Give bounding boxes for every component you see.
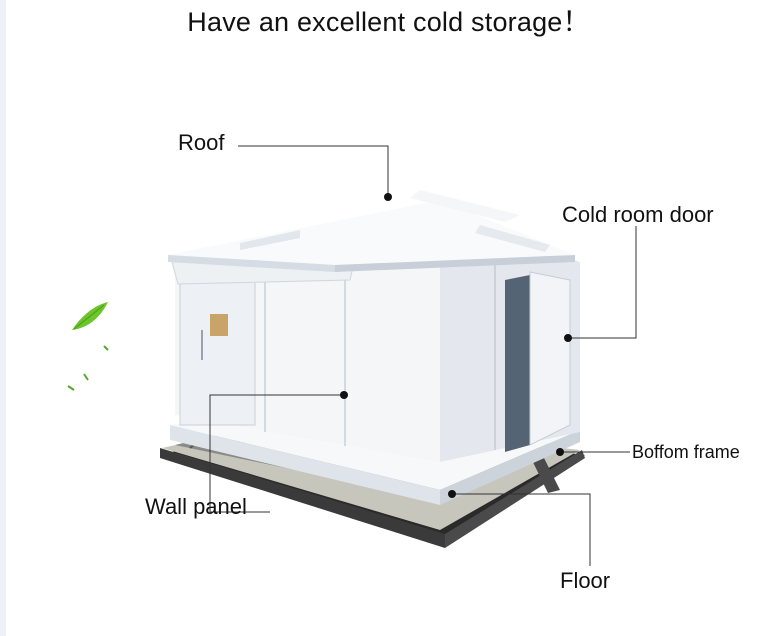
bottom-frame-label: Boffom frame [632, 442, 740, 462]
leader-dots [340, 193, 572, 498]
leaf-decoration [67, 302, 109, 391]
floor-label: Floor [560, 568, 611, 593]
wall-panel-label: Wall panel [145, 494, 247, 519]
cold-room-door-label: Cold room door [562, 202, 714, 227]
roof-label: Roof [178, 130, 225, 155]
sliding-door-shape [171, 257, 356, 426]
left-edge-strip [0, 0, 6, 636]
page-title: Have an excellent cold storage！ [187, 7, 590, 37]
roof-shape [168, 190, 575, 272]
leader-lines [209, 145, 637, 566]
